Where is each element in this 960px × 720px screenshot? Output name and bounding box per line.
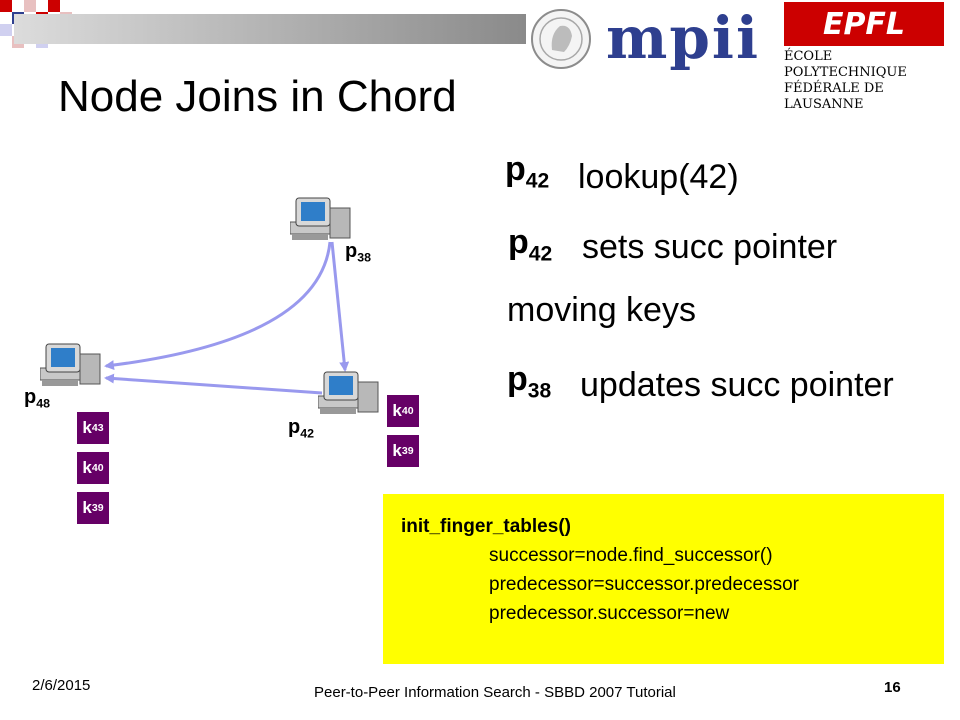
- epfl-name-line1: ÉCOLE POLYTECHNIQUE: [784, 49, 907, 80]
- code-function-name: init_finger_tables(): [401, 516, 571, 537]
- arrow-p38-to-p48: [104, 241, 332, 370]
- key-sub: 39: [401, 445, 414, 457]
- step-4-text: updates succ pointer: [580, 366, 894, 404]
- step-1-node: p42: [505, 150, 549, 193]
- key-letter: k: [392, 441, 402, 460]
- step-2-node: p42: [508, 223, 552, 266]
- header-banner: [14, 14, 526, 44]
- footer-title: Peer-to-Peer Information Search - SBBD 2…: [314, 684, 676, 701]
- minerva-seal-icon: [531, 9, 591, 69]
- step-4-node-letter: p: [507, 360, 528, 398]
- step-1-text: lookup(42): [578, 158, 739, 196]
- page-title: Node Joins in Chord: [58, 72, 457, 121]
- computer-icon: [318, 371, 379, 414]
- computer-icon: [290, 197, 351, 240]
- key-letter: k: [82, 458, 92, 477]
- code-line: successor=node.find_successor(): [489, 545, 773, 566]
- mpi-logo: mpii: [606, 4, 760, 72]
- step-4-node-sub: 38: [527, 379, 552, 403]
- node-label-p48: p48: [24, 386, 50, 410]
- step-2-text: sets succ pointer: [582, 228, 838, 266]
- node-label-letter: p: [24, 386, 37, 408]
- node-label-letter: p: [345, 240, 358, 262]
- step-1-node-sub: 42: [525, 169, 550, 193]
- key-sub: 40: [91, 462, 104, 474]
- key-letter: k: [392, 401, 402, 420]
- key-sub: 39: [91, 502, 104, 514]
- epfl-logo: EPFL: [784, 2, 944, 46]
- page-number: 16: [884, 679, 901, 696]
- key-sub: 43: [91, 422, 104, 434]
- code-line: predecessor=successor.predecessor: [489, 574, 799, 595]
- step-2-node-letter: p: [508, 223, 529, 261]
- computer-icon: [40, 343, 101, 386]
- node-label-sub: 48: [36, 396, 51, 411]
- key-letter: k: [82, 498, 92, 517]
- epfl-name: ÉCOLE POLYTECHNIQUE FÉDÉRALE DE LAUSANNE: [784, 49, 944, 113]
- step-2-node-sub: 42: [528, 242, 553, 266]
- node-label-letter: p: [288, 416, 301, 438]
- node-label-p42: p42: [288, 416, 314, 440]
- step-4-node: p38: [507, 360, 551, 403]
- step-3-text: moving keys: [507, 291, 696, 329]
- arrow-p42-to-p48: [104, 373, 323, 395]
- step-1-node-letter: p: [505, 150, 526, 188]
- node-label-p38: p38: [345, 240, 371, 264]
- node-label-sub: 42: [300, 426, 315, 441]
- code-line: predecessor.successor=new: [489, 603, 730, 624]
- epfl-name-line2: FÉDÉRALE DE LAUSANNE: [784, 81, 884, 112]
- key-letter: k: [82, 418, 92, 437]
- footer-date: 2/6/2015: [32, 677, 91, 694]
- code-box: init_finger_tables() successor=node.find…: [383, 494, 944, 664]
- node-label-sub: 38: [357, 250, 372, 265]
- arrow-p38-to-p42: [330, 241, 350, 372]
- key-sub: 40: [401, 405, 414, 417]
